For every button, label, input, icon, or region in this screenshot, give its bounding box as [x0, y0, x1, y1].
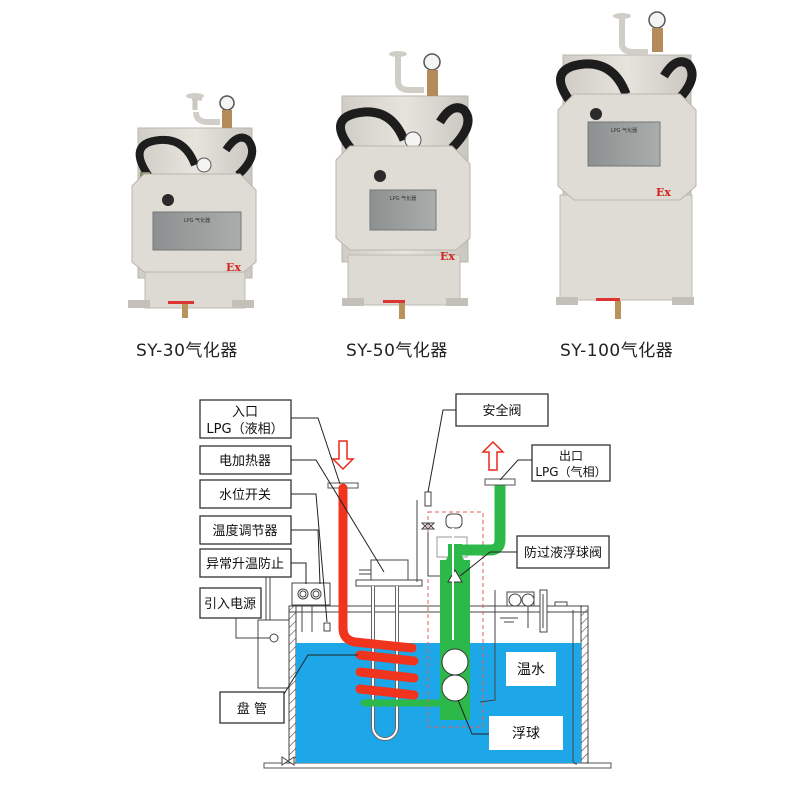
- svg-text:入口: 入口: [232, 405, 258, 420]
- ex-mark: Ex: [656, 186, 671, 199]
- label-outlet: 出口 LPG（气相）: [531, 444, 611, 482]
- power-junction-box: [257, 619, 290, 689]
- float-ball-lower: [441, 674, 469, 702]
- nameplate-title: LPG 气化器: [390, 195, 416, 202]
- electric-heater: [370, 559, 409, 581]
- label-inlet: 入口 LPG（液相）: [199, 399, 292, 439]
- svg-text:异常升温防止: 异常升温防止: [206, 556, 284, 572]
- svg-text:安全阀: 安全阀: [482, 403, 521, 419]
- svg-text:防过液浮球阀: 防过液浮球阀: [524, 545, 602, 561]
- float-chamber-dashed: [427, 511, 484, 728]
- label-water-switch: 水位开关: [199, 479, 292, 509]
- heater-flange: [355, 579, 423, 587]
- label-temp-regulator: 温度调节器: [199, 515, 292, 545]
- nameplate-title: LPG 气化器: [184, 217, 210, 224]
- model-caption-sy30: SY-30气化器: [136, 341, 238, 361]
- liquid-inlet-pipe: [338, 483, 417, 653]
- model-caption-sy100: SY-100气化器: [560, 341, 674, 361]
- drain-valve-icon: [281, 756, 295, 766]
- svg-text:浮球: 浮球: [512, 726, 540, 742]
- svg-text:LPG（气相）: LPG（气相）: [535, 464, 606, 479]
- base-plate: [263, 762, 612, 769]
- model-caption-sy50: SY-50气化器: [346, 341, 448, 361]
- tank-wall-right: [580, 605, 589, 764]
- label-float-ball: 浮球: [489, 716, 563, 750]
- label-float-valve: 防过液浮球阀: [516, 535, 610, 569]
- gas-outlet-pipe: [462, 484, 506, 556]
- heating-coil: [355, 650, 419, 700]
- vaporizer-sy30: LPG 气化器 Ex: [128, 93, 257, 318]
- svg-text:出口: 出口: [559, 449, 583, 463]
- float-valve-icon: [447, 569, 463, 583]
- svg-text:电加热器: 电加热器: [219, 454, 271, 469]
- vaporizer-sy50: LPG 气化器 Ex: [335, 51, 473, 319]
- svg-text:引入电源: 引入电源: [204, 597, 256, 612]
- ex-mark: Ex: [226, 261, 241, 274]
- svg-text:水位开关: 水位开关: [219, 488, 271, 503]
- svg-text:温度调节器: 温度调节器: [212, 523, 277, 539]
- vaporizer-sy100: LPG 气化器 Ex: [556, 11, 697, 319]
- label-overheat-protect: 异常升温防止: [199, 548, 292, 578]
- svg-text:温水: 温水: [517, 662, 545, 678]
- label-power-in: 引入电源: [199, 587, 262, 619]
- label-warm-water: 温水: [506, 652, 556, 686]
- product-photos: LPG 气化器 Ex LPG 气化器 Ex: [128, 11, 697, 319]
- svg-text:LPG（液相）: LPG（液相）: [206, 422, 283, 437]
- float-ball-upper: [441, 648, 469, 676]
- label-safety-valve: 安全阀: [455, 393, 549, 427]
- ex-mark: Ex: [440, 250, 455, 263]
- nameplate-title: LPG 气化器: [611, 127, 637, 134]
- svg-text:盘 管: 盘 管: [237, 701, 267, 717]
- inlet-arrow-icon: [331, 440, 355, 471]
- outlet-arrow-icon: [481, 440, 505, 471]
- label-heater: 电加热器: [199, 445, 292, 475]
- label-coil: 盘 管: [219, 691, 285, 724]
